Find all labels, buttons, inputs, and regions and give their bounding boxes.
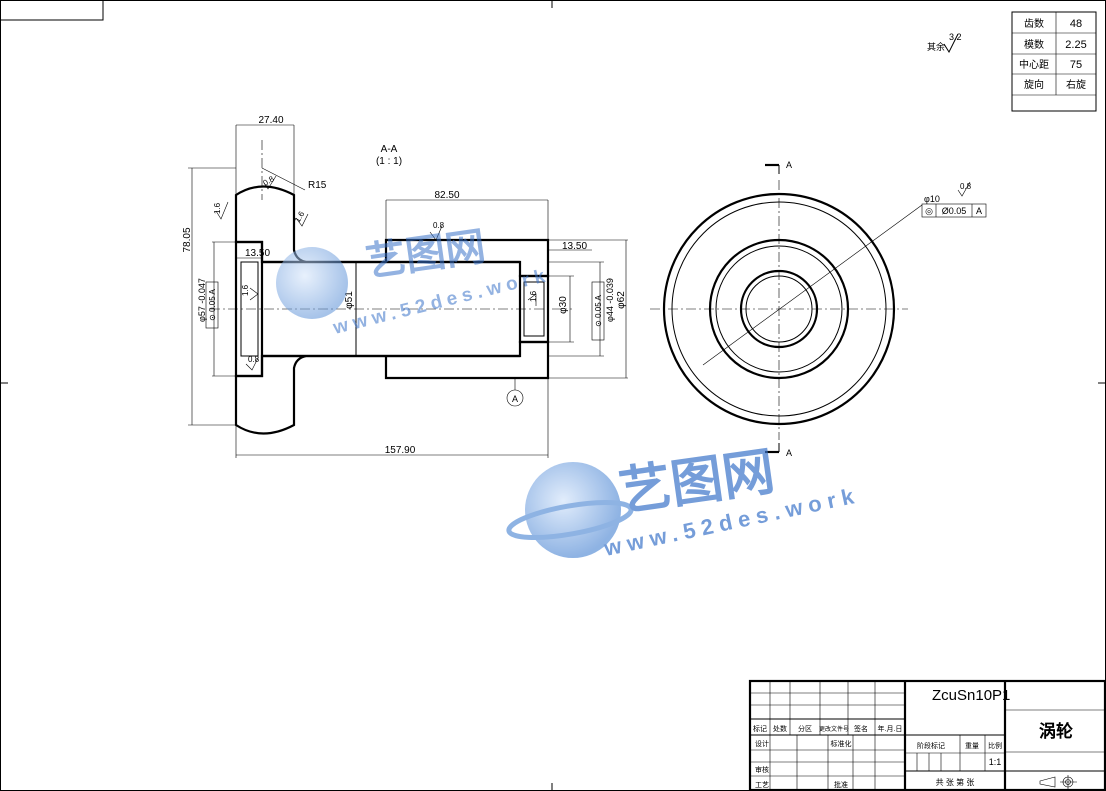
param-value-hand: 右旋: [1066, 78, 1086, 91]
param-value-module: 2.25: [1065, 39, 1086, 51]
projection-symbol-icon: [1039, 775, 1077, 789]
roughness-top-left: 1.6: [213, 202, 222, 214]
datum-a-marker: A: [506, 378, 524, 407]
header-sheets: 共 张 第 张: [936, 777, 975, 787]
header-count: 处数: [773, 724, 787, 733]
header-design: 设计: [755, 739, 769, 748]
param-label-hand: 旋向: [1024, 78, 1044, 91]
header-standard: 标准化: [831, 739, 852, 748]
tolerance-top-value: Ø0.05: [942, 206, 967, 216]
datum-a-label: A: [512, 394, 518, 404]
watermark-url-small: www.52des.work: [330, 265, 552, 339]
header-ratio: 比例: [988, 741, 1002, 750]
general-roughness-note: 其余 3.2: [927, 32, 962, 54]
surface-note-label: 其余: [927, 41, 945, 52]
section-tolerance-frames: ⊙ 0.05 A ⊙ 0.05 A: [205, 281, 605, 341]
roughness-left-bore: 1.6: [241, 284, 250, 296]
param-value-teeth: 48: [1070, 18, 1082, 30]
tolerance-top-symbol: ◎: [925, 206, 933, 216]
end-view: A A: [650, 160, 923, 458]
roughness-pitch: 0.8: [262, 174, 277, 188]
title-block: ZcuSn10P1 涡轮 1:1 标记 处数 分区 更改文件号 签名 年.月.日…: [748, 679, 1106, 791]
section-dimensions: 27.40 R15 82.50 157.90 13.50 13.50 78.05…: [182, 115, 628, 458]
scale-value: 1:1: [989, 757, 1002, 767]
watermark-large: 艺图网 www.52des.work: [506, 443, 862, 561]
param-label-center-distance: 中心距: [1019, 58, 1049, 71]
watermark-small: 艺图网 www.52des.work: [276, 225, 552, 339]
part-name: 涡轮: [1039, 721, 1073, 741]
section-marker-bottom: A: [786, 448, 792, 458]
gear-parameter-table: 齿数 48 模数 2.25 中心距 75 旋向 右旋: [1011, 11, 1097, 112]
header-stage-mark: 阶段标记: [917, 741, 945, 750]
tolerance-frame-right: ⊙ 0.05 A: [594, 295, 603, 327]
section-title: A-A: [381, 144, 398, 155]
header-approve: 批准: [834, 780, 848, 789]
param-label-teeth: 齿数: [1024, 17, 1044, 30]
section-label: A-A (1 : 1): [376, 144, 402, 167]
section-marker-top: A: [786, 160, 792, 170]
tolerance-top-datum: A: [976, 206, 982, 216]
hatch-lower: [234, 340, 550, 435]
dim-phi51: φ51: [344, 291, 355, 309]
watermark-globe-icon: [276, 247, 348, 319]
roughness-outer: 0.8: [433, 221, 445, 230]
dim-phi30: φ30: [558, 296, 569, 314]
header-date: 年.月.日: [878, 724, 903, 733]
dim-157-90: 157.90: [385, 445, 416, 456]
tolerance-frame-left: ⊙ 0.05 A: [208, 289, 217, 321]
watermark-globe-icon-large: [525, 462, 621, 558]
surface-note-value: 3.2: [949, 32, 962, 42]
dim-27-40: 27.40: [258, 115, 283, 126]
section-scale: (1 : 1): [376, 156, 402, 167]
header-review: 审核: [755, 765, 769, 774]
section-view: [210, 140, 572, 435]
dim-r15: R15: [308, 180, 327, 191]
header-doc-no: 更改文件号: [819, 725, 849, 733]
material-label: ZcuSn10P1: [932, 687, 1010, 704]
roughness-end-view: 0.8: [960, 182, 972, 191]
dim-phi62: φ62: [616, 291, 627, 309]
roughness-right-bore: 1.6: [529, 290, 538, 302]
dim-right-tolerance: φ44 -0.039: [605, 278, 615, 322]
roughness-left-bottom: 0.8: [248, 355, 260, 364]
end-view-callouts: φ10 0.8 ◎ Ø0.05 A: [921, 181, 987, 218]
header-weight: 重量: [965, 742, 979, 750]
dim-13-50-right: 13.50: [562, 241, 587, 252]
header-mark: 标记: [753, 724, 767, 733]
watermark-cn-small: 艺图网: [363, 225, 488, 285]
dim-82-50: 82.50: [434, 190, 459, 201]
dim-left-tolerance: φ57 -0.047: [197, 278, 207, 322]
dim-78-05: 78.05: [182, 227, 193, 252]
header-process: 工艺: [755, 781, 769, 789]
dim-13-50-left: 13.50: [245, 248, 270, 259]
header-zone: 分区: [798, 724, 812, 733]
header-sign: 签名: [854, 724, 868, 733]
param-label-module: 模数: [1024, 38, 1044, 51]
param-value-center-distance: 75: [1070, 59, 1082, 71]
dim-phi10: φ10: [924, 194, 940, 204]
